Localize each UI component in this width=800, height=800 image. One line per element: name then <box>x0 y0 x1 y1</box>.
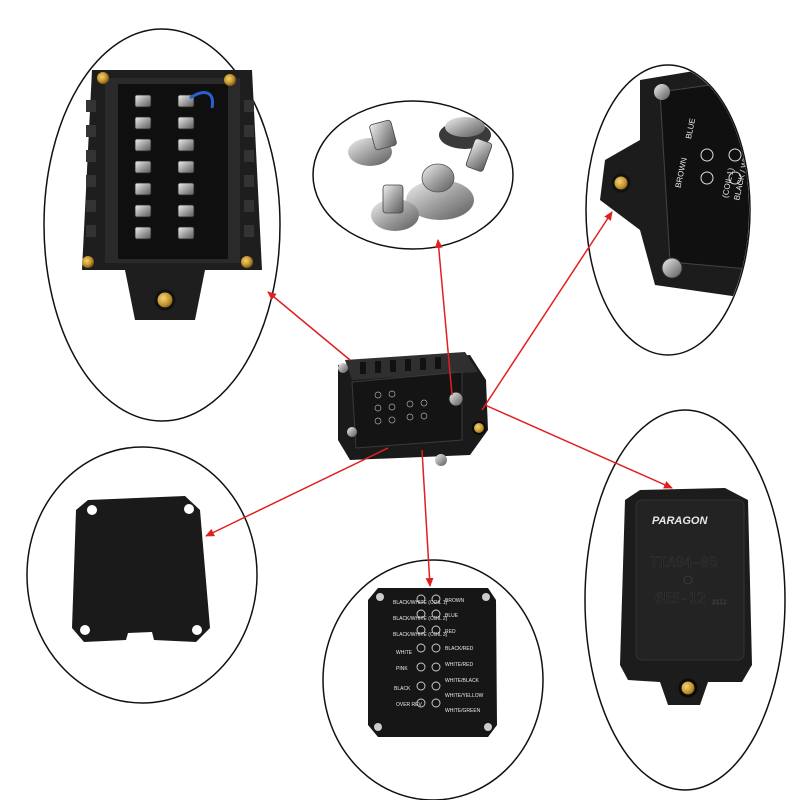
cdi-back-photo: PARAGON TIA04-0B 6E5-12 2112 <box>620 488 752 705</box>
label-plate-photo: BLACK/WHITE (COIL 1) BLACK/WHITE (COIL 2… <box>368 588 497 737</box>
open-cdi-box-photo <box>82 70 262 320</box>
bubble-open-box <box>43 28 281 422</box>
plate-right-label: WHITE/GREEN <box>445 708 481 714</box>
plate-left-label: BLACK/WHITE (COIL 2) <box>393 616 448 622</box>
part-number: 6E5-12 <box>655 591 706 607</box>
screws-photo <box>348 117 493 231</box>
arrow-to-open-box <box>267 291 351 361</box>
small-code: 2112 <box>712 599 727 606</box>
arrow-to-gasket <box>205 447 389 537</box>
model-number: TIA04-0B <box>650 555 717 571</box>
plate-right-label: WHITE/YELLOW <box>445 693 484 699</box>
plate-left-label: BLACK <box>394 686 411 692</box>
plate-left-label: WHITE <box>396 650 413 656</box>
arrow-to-back-view <box>484 404 673 489</box>
arrow-to-screws <box>434 239 453 396</box>
plate-right-label: BLUE <box>445 613 459 619</box>
bubble-gasket <box>26 446 258 704</box>
pointer-arrows <box>205 211 673 587</box>
plate-right-label: WHITE/BLACK <box>445 678 480 684</box>
bubble-label-plate: BLACK/WHITE (COIL 1) BLACK/WHITE (COIL 2… <box>322 559 544 800</box>
plate-right-label: RED <box>445 629 456 635</box>
gasket-photo <box>72 496 210 642</box>
brand-logo: PARAGON <box>652 515 708 527</box>
plate-right-label: BROWN <box>445 598 465 604</box>
arrow-to-label-plate <box>421 449 434 587</box>
plate-right-label: BLACK/RED <box>445 646 474 652</box>
plate-left-label: OVER REV <box>396 702 423 708</box>
bubble-terminal-closeup: BROWN BLUE (COIL 1) BLACK / WHITE <box>585 64 751 356</box>
arrow-to-closeup <box>481 211 613 411</box>
plate-left-label: PINK <box>396 666 408 672</box>
center-cdi-unit <box>338 352 488 466</box>
bubble-screws <box>312 100 514 250</box>
closeup-label-blue: BLUE <box>684 117 697 139</box>
bubble-back-view: PARAGON TIA04-0B 6E5-12 2112 <box>584 409 786 791</box>
plate-right-label: WHITE/RED <box>445 662 473 668</box>
plate-left-label: BLACK/WHITE (COIL 3) <box>393 632 448 638</box>
